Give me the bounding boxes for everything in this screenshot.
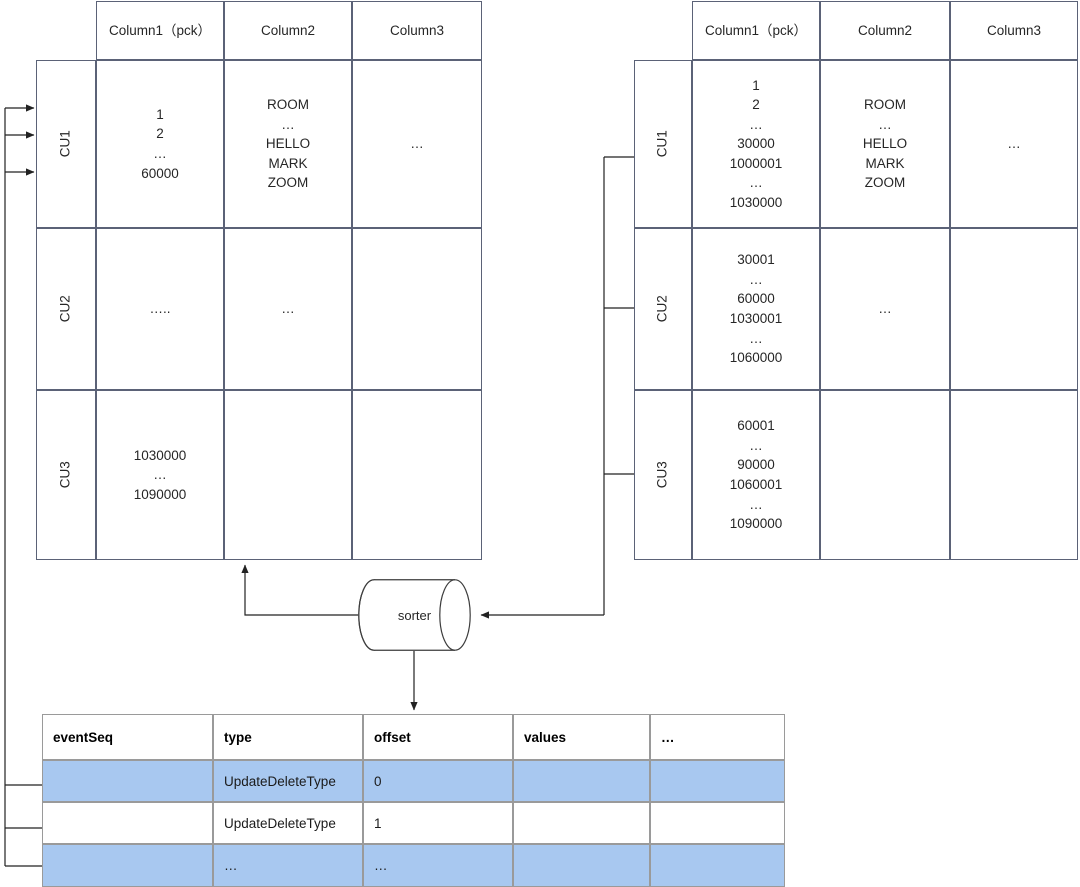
event-row-3-values [513, 844, 650, 887]
event-header-values: values [513, 714, 650, 760]
sorter-label: sorter [397, 607, 432, 623]
left-header-column2: Column2 [224, 1, 352, 60]
right-row-cu1-label: CU1 [634, 60, 692, 228]
event-row-2-type: UpdateDeleteType [213, 802, 363, 844]
event-row-2-more [650, 802, 785, 844]
event-header-more: … [650, 714, 785, 760]
cu-label-text: CU2 [58, 295, 74, 323]
event-row-1-eventseq [42, 760, 213, 802]
right-cu3-column2 [820, 390, 950, 560]
cu-label-text: CU3 [58, 461, 74, 489]
event-row-1-offset: 0 [363, 760, 513, 802]
left-cu2-column1: ….. [96, 228, 224, 390]
cu-label-text: CU3 [655, 461, 671, 489]
event-row-3-offset: … [363, 844, 513, 887]
left-cu2-column3 [352, 228, 482, 390]
event-row-2-offset: 1 [363, 802, 513, 844]
right-cu3-column1: 60001 … 90000 1060001 … 1090000 [692, 390, 820, 560]
right-cu3-column3 [950, 390, 1078, 560]
event-header-offset: offset [363, 714, 513, 760]
right-header-column3: Column3 [950, 1, 1078, 60]
right-header-column2: Column2 [820, 1, 950, 60]
event-row-3-type: … [213, 844, 363, 887]
left-cu2-column2: … [224, 228, 352, 390]
event-row-2-values [513, 802, 650, 844]
left-row-cu1-label: CU1 [36, 60, 96, 228]
cu-label-text: CU2 [655, 295, 671, 323]
left-cu3-column2 [224, 390, 352, 560]
event-row-1-more [650, 760, 785, 802]
right-header-column1: Column1（pck） [692, 1, 820, 60]
event-row-1-type: UpdateDeleteType [213, 760, 363, 802]
left-row-cu2-label: CU2 [36, 228, 96, 390]
right-cu2-column1: 30001 … 60000 1030001 … 1060000 [692, 228, 820, 390]
left-header-column3: Column3 [352, 1, 482, 60]
cu-label-text: CU1 [58, 130, 74, 158]
right-cu2-column2: … [820, 228, 950, 390]
left-cu3-column3 [352, 390, 482, 560]
left-cu1-column2: ROOM … HELLO MARK ZOOM [224, 60, 352, 228]
cu-label-text: CU1 [655, 130, 671, 158]
event-header-type: type [213, 714, 363, 760]
right-cu2-column3 [950, 228, 1078, 390]
right-cu1-column1: 1 2 … 30000 1000001 … 1030000 [692, 60, 820, 228]
right-row-cu2-label: CU2 [634, 228, 692, 390]
event-row-3-more [650, 844, 785, 887]
event-header-eventseq: eventSeq [42, 714, 213, 760]
sorter-node[interactable]: sorter [358, 579, 471, 651]
right-cu1-column2: ROOM … HELLO MARK ZOOM [820, 60, 950, 228]
left-row-cu3-label: CU3 [36, 390, 96, 560]
right-row-cu3-label: CU3 [634, 390, 692, 560]
left-cu3-column1: 1030000 … 1090000 [96, 390, 224, 560]
event-row-3-eventseq [42, 844, 213, 887]
left-cu1-column3: … [352, 60, 482, 228]
event-row-2-eventseq [42, 802, 213, 844]
right-cu1-column3: … [950, 60, 1078, 228]
left-header-column1: Column1（pck） [96, 1, 224, 60]
sorter-output-arrow [241, 564, 358, 616]
left-cu1-column1: 1 2 … 60000 [96, 60, 224, 228]
event-row-1-values [513, 760, 650, 802]
cylinder-shape [358, 579, 471, 651]
